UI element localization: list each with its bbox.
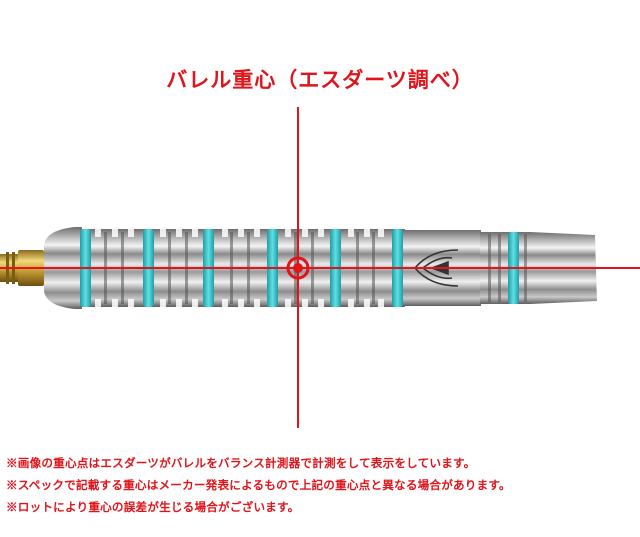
note-spec-difference: ※スペックで記載する重心はメーカー発表によるもので上記の重心点と異なる場合があり…	[6, 478, 511, 492]
note-lot-variance: ※ロットにより重心の誤差が生じる場合がございます。	[6, 500, 300, 514]
cog-target-ring-icon	[286, 256, 310, 280]
center-of-gravity-crosshair	[0, 107, 640, 428]
note-measurement: ※画像の重心点はエスダーツがバレルをバランス計測器で計測をして表示をしています。	[6, 456, 476, 470]
notes-section: ※画像の重心点はエスダーツがバレルをバランス計測器で計測をして表示をしています。…	[6, 452, 640, 518]
page-title: バレル重心（エスダーツ調べ）	[166, 67, 474, 92]
cog-target-dot-icon	[293, 263, 303, 273]
